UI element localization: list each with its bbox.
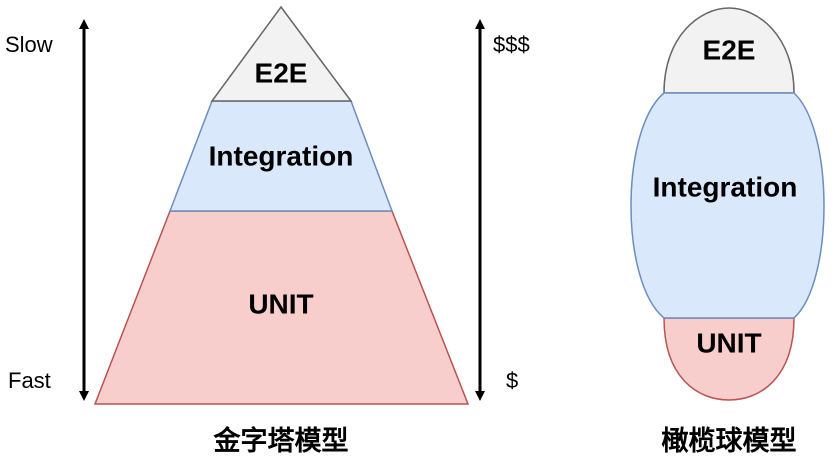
cost-low-label: $ xyxy=(506,368,518,393)
pyramid-integration-label: Integration xyxy=(209,140,354,171)
pyramid-caption: 金字塔模型 xyxy=(213,425,349,457)
olive-caption: 橄榄球模型 xyxy=(662,426,797,457)
olive-integration-layer xyxy=(630,92,825,319)
pyramid-e2e-layer xyxy=(210,5,353,102)
olive-unit-layer xyxy=(663,317,795,401)
olive-e2e-label: E2E xyxy=(703,34,756,65)
cost-high-label: $$$ xyxy=(493,32,530,57)
olive-unit-label: UNIT xyxy=(696,327,761,358)
olive-integration-label: Integration xyxy=(653,171,798,202)
speed-slow-label: Slow xyxy=(5,32,53,57)
pyramid-e2e-label: E2E xyxy=(255,57,308,88)
pyramid-unit-label: UNIT xyxy=(248,288,313,319)
speed-fast-label: Fast xyxy=(8,368,51,393)
olive-e2e-layer xyxy=(663,7,795,94)
